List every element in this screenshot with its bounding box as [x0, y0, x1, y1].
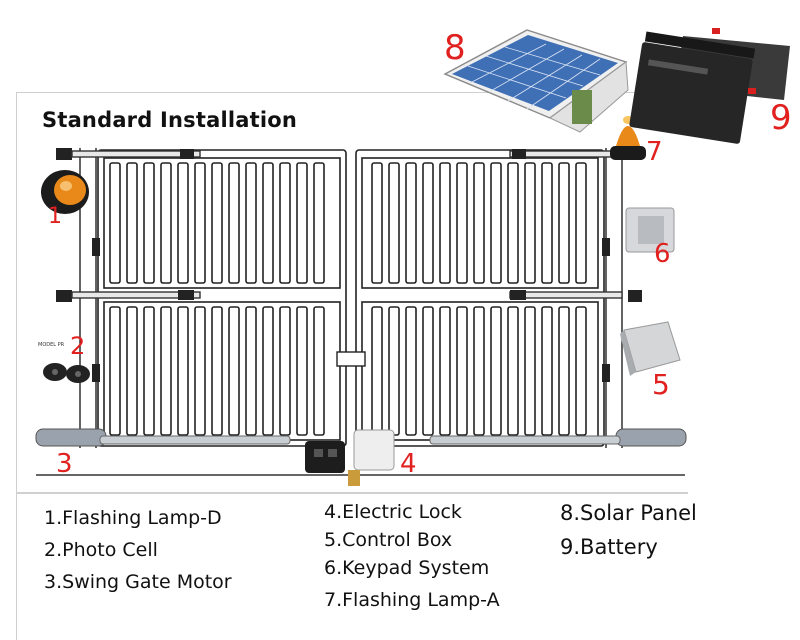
callout-2: 2	[70, 332, 86, 360]
legend-item-flashing-lamp-d: 1.Flashing Lamp-D	[44, 507, 222, 529]
legend-item-electric-lock: 4.Electric Lock	[324, 501, 462, 523]
legend-divider	[16, 492, 688, 494]
legend-item-keypad-system: 6.Keypad System	[324, 557, 490, 579]
swing-gate-motor-left	[35, 428, 291, 447]
electric-lock	[305, 429, 395, 486]
keypad-system	[625, 207, 675, 253]
flashing-lamp-d	[41, 170, 89, 214]
battery	[629, 28, 790, 144]
photo-cell-model-text: MODEL PR	[38, 342, 65, 348]
swing-gate-motor-right	[429, 428, 687, 447]
center-latch	[336, 351, 366, 367]
callout-3: 3	[56, 449, 73, 479]
legend-item-flashing-lamp-a: 7.Flashing Lamp-A	[324, 589, 500, 611]
callout-9: 9	[770, 98, 792, 138]
legend-column-2: 4.Electric Lock 5.Control Box 6.Keypad S…	[324, 498, 500, 614]
legend-item-photo-cell: 2.Photo Cell	[44, 539, 158, 561]
legend-item-battery: 9.Battery	[560, 535, 658, 559]
photo-cell	[43, 363, 90, 383]
callout-8: 8	[444, 28, 466, 68]
callout-6: 6	[654, 239, 671, 269]
left-upper-bars	[109, 162, 325, 284]
control-box	[620, 321, 681, 376]
legend-column-3: 8.Solar Panel 9.Battery	[560, 496, 697, 564]
diagram-title: Standard Installation	[42, 108, 298, 132]
legend-column-1: 1.Flashing Lamp-D 2.Photo Cell 3.Swing G…	[44, 502, 232, 598]
right-lower-bars	[371, 306, 587, 436]
callout-4: 4	[400, 449, 417, 479]
callout-7: 7	[646, 137, 663, 167]
right-gate-leaf	[355, 149, 605, 447]
callout-1: 1	[48, 204, 62, 229]
callout-5: 5	[652, 368, 670, 401]
legend-item-control-box: 5.Control Box	[324, 529, 453, 551]
arm-brackets	[71, 150, 623, 299]
legend-item-solar-panel: 8.Solar Panel	[560, 501, 697, 525]
solar-panel	[443, 29, 629, 133]
left-gate-leaf	[97, 149, 347, 447]
right-upper-bars	[371, 162, 587, 284]
legend-item-swing-gate-motor: 3.Swing Gate Motor	[44, 571, 232, 593]
left-lower-bars	[109, 306, 325, 436]
diagram-frame	[16, 92, 702, 640]
